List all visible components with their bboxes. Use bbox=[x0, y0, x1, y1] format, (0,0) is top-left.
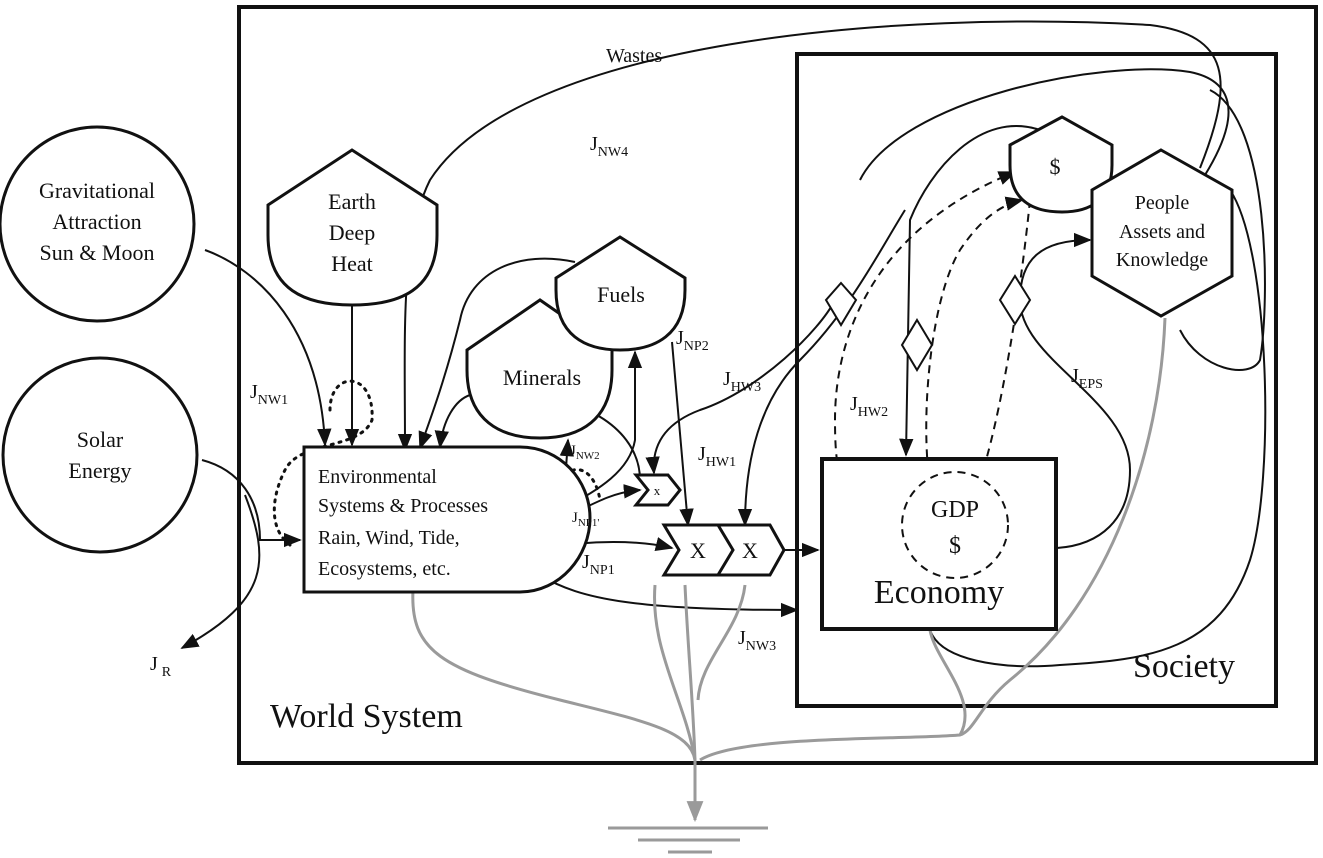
heat-sink-icon bbox=[608, 826, 768, 854]
solar-source bbox=[1, 356, 199, 554]
flow-label-jnw3: JNW3 bbox=[738, 627, 776, 654]
fuels-label: Fuels bbox=[597, 282, 645, 307]
heat-sink-flows bbox=[411, 317, 1167, 823]
small-multiplier bbox=[632, 473, 682, 507]
fuels-storage bbox=[554, 235, 687, 352]
flow-label-jhw3: JHW3 bbox=[723, 368, 761, 395]
society-label: Society bbox=[1133, 648, 1235, 685]
flow-label-jnp1: JNP1 bbox=[582, 551, 615, 578]
gdp-circle bbox=[901, 471, 1009, 579]
environmental-systems bbox=[302, 445, 592, 594]
people-label-2: Assets and bbox=[1119, 221, 1205, 243]
flow-label-jeps: JEPS bbox=[1071, 365, 1103, 392]
money-storage-label: $ bbox=[1050, 154, 1061, 179]
people-label-1: People bbox=[1135, 192, 1190, 214]
flow-label-jnw1: JNW1 bbox=[250, 381, 288, 408]
gravitational-label-1: Gravitational bbox=[39, 178, 155, 203]
multiplier-1-label: X bbox=[690, 538, 706, 563]
world-system-frame bbox=[237, 5, 1318, 765]
society-frame bbox=[795, 52, 1278, 708]
small-multiplier-label: x bbox=[654, 483, 661, 498]
people-assets-storage bbox=[1090, 148, 1234, 318]
flow-label-jhw1: JHW1 bbox=[698, 443, 736, 470]
earth-heat-label-1: Earth bbox=[328, 189, 376, 214]
transaction-diamond-3 bbox=[998, 274, 1032, 326]
environment-label-4: Ecosystems, etc. bbox=[318, 558, 451, 580]
wastes-label: Wastes bbox=[606, 45, 662, 67]
money-storage bbox=[1008, 115, 1114, 214]
environment-label-1: Environmental bbox=[318, 466, 437, 488]
minerals-label: Minerals bbox=[503, 365, 581, 390]
economy-box bbox=[820, 457, 1058, 631]
environment-label-2: Systems & Processes bbox=[318, 495, 488, 517]
transaction-diamond-1 bbox=[824, 281, 858, 327]
earth-heat-label-3: Heat bbox=[331, 251, 373, 276]
people-label-3: Knowledge bbox=[1116, 249, 1208, 271]
flow-label-jhw2: JHW2 bbox=[850, 393, 888, 420]
flow-label-jnw4: JNW4 bbox=[590, 133, 628, 160]
multiplier-2-label: X bbox=[742, 538, 758, 563]
gravitational-label-2: Attraction bbox=[52, 209, 141, 234]
flow-label-jnp1p: JNP1' bbox=[572, 510, 599, 529]
gravitational-source bbox=[0, 125, 196, 323]
transaction-diamond-2 bbox=[900, 318, 934, 372]
flow-label-jnw2: JNW2 bbox=[570, 443, 600, 462]
flow-label-jnp2: JNP2 bbox=[676, 327, 709, 354]
gdp-label: GDP bbox=[931, 497, 979, 523]
world-system-label: World System bbox=[270, 698, 463, 735]
solar-label-2: Energy bbox=[68, 458, 131, 483]
earth-heat-storage bbox=[266, 148, 439, 307]
gravitational-label-3: Sun & Moon bbox=[40, 240, 155, 265]
gdp-money-label: $ bbox=[949, 533, 961, 559]
environment-label-3: Rain, Wind, Tide, bbox=[318, 527, 460, 549]
economy-label: Economy bbox=[874, 574, 1004, 611]
multiplier-2 bbox=[715, 523, 786, 577]
solar-label-1: Solar bbox=[77, 427, 124, 452]
earth-heat-label-2: Deep bbox=[329, 220, 375, 245]
